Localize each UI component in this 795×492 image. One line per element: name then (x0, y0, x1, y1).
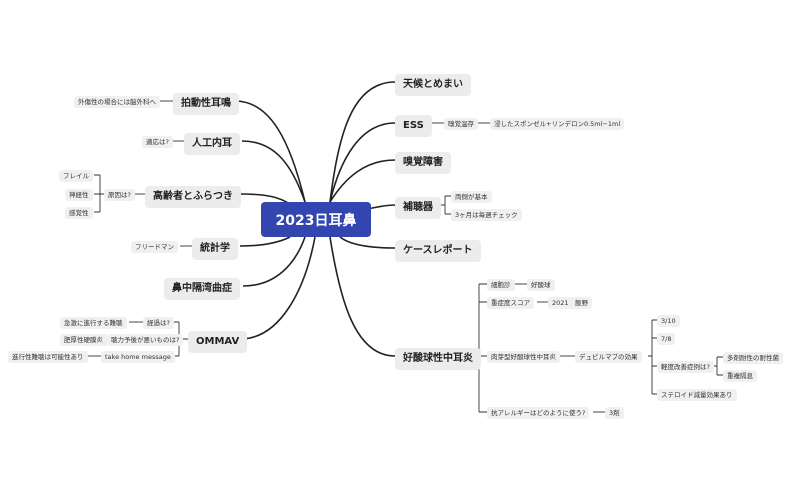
edge-case-report (339, 236, 396, 249)
subtopic-dupilumab-effect[interactable]: デュピルマブの効果 (575, 351, 642, 363)
subtopic-mild-improvement[interactable]: 軽度改善症例は? (657, 361, 714, 373)
subtopic-steroid-reduction[interactable]: ステロイド減量効果あり (657, 389, 737, 401)
subtopic-bilateral[interactable]: 両側が基本 (451, 191, 492, 203)
subtopic-severity-score[interactable]: 重症度スコア (487, 297, 534, 309)
subtopic-cause[interactable]: 原因は? (104, 189, 135, 201)
subtopic-friedman[interactable]: フリードマン (131, 241, 178, 253)
subtopic-overlap-asthma[interactable]: 重複隔息 (723, 370, 757, 382)
subtopic-take-home-message[interactable]: take home message (101, 351, 175, 363)
subtopic-granulation-type[interactable]: 肉芽型好酸球性中耳炎 (487, 351, 560, 363)
topic-case-report[interactable]: ケースレポート (395, 240, 481, 262)
edge-ci (241, 140, 306, 203)
subtopic-cytology[interactable]: 細胞診 (487, 279, 515, 291)
topic-pulsatile-tinnitus[interactable]: 拍動性耳鳴 (173, 93, 239, 115)
edge-stats (239, 236, 291, 247)
edge-eom (329, 236, 396, 357)
subtopic-frailty[interactable]: フレイル (59, 170, 93, 182)
subtopic-3-10[interactable]: 3/10 (657, 315, 680, 327)
edge-weather (329, 81, 396, 203)
topic-weather[interactable]: 天候とめまい (395, 74, 471, 96)
subtopic-ess-sponzel[interactable]: 浸したスポンゼル+リンデロン0.5ml−1ml (490, 118, 625, 130)
subtopic-neurogenic[interactable]: 神経性 (65, 189, 93, 201)
subtopic-antiallergy[interactable]: 抗アレルギーはどのように使う? (487, 407, 590, 419)
subtopic-multidrug-resistant[interactable]: 多剤耐性の耐性菌 (723, 352, 783, 364)
topic-olfactory[interactable]: 嗅覚障害 (395, 152, 451, 174)
root-topic[interactable]: 2023日耳鼻 (261, 202, 371, 237)
subtopic-pachymeningitis[interactable]: 肥厚性硬膜炎 (60, 334, 107, 346)
edge-septum (242, 236, 306, 287)
subtopic-eosinophil[interactable]: 好酸球 (527, 279, 555, 291)
subtopic-2021-iino[interactable]: 2021 飯野 (548, 297, 593, 309)
subtopic-weekly-check[interactable]: 3ヶ月は毎週チェック (451, 209, 522, 221)
topic-eosinophilic-otitis[interactable]: 好酸球性中耳炎 (395, 348, 481, 370)
edge-ess (329, 122, 396, 203)
subtopic-poor-prognosis[interactable]: 聴力予後が悪いものは? (107, 334, 184, 346)
topic-cochlear-implant[interactable]: 人工内耳 (184, 133, 240, 155)
subtopic-sensory[interactable]: 感覚性 (65, 207, 93, 219)
subtopic-course[interactable]: 経過は? (143, 317, 174, 329)
subtopic-rapid-hearing-loss[interactable]: 急激に進行する難聴 (60, 317, 127, 329)
topic-ess[interactable]: ESS (395, 115, 432, 137)
edge-ommav (239, 236, 316, 340)
topic-elderly-dizziness[interactable]: 高齢者とふらつき (145, 186, 241, 208)
subtopic-3-drugs[interactable]: 3剤 (605, 407, 624, 419)
subtopic-ess-olfactory[interactable]: 嗅覚温存 (444, 118, 478, 130)
topic-septal-deviation[interactable]: 鼻中隔湾曲症 (164, 278, 240, 300)
topic-hearing-aid[interactable]: 補聴器 (395, 197, 441, 219)
topic-ommav[interactable]: OMMAV (188, 331, 248, 353)
edge-pulsatile (234, 100, 306, 203)
subtopic-indication[interactable]: 適応は? (142, 136, 173, 148)
subtopic-trauma-neurosurgery[interactable]: 外傷性の場合には脳外科へ (74, 96, 160, 108)
subtopic-7-8[interactable]: 7/8 (657, 333, 676, 345)
topic-statistics[interactable]: 統計学 (192, 238, 238, 260)
edge-olfactory (329, 159, 396, 203)
subtopic-progressive-hl[interactable]: 進行性難聴は可能性あり (8, 351, 88, 363)
